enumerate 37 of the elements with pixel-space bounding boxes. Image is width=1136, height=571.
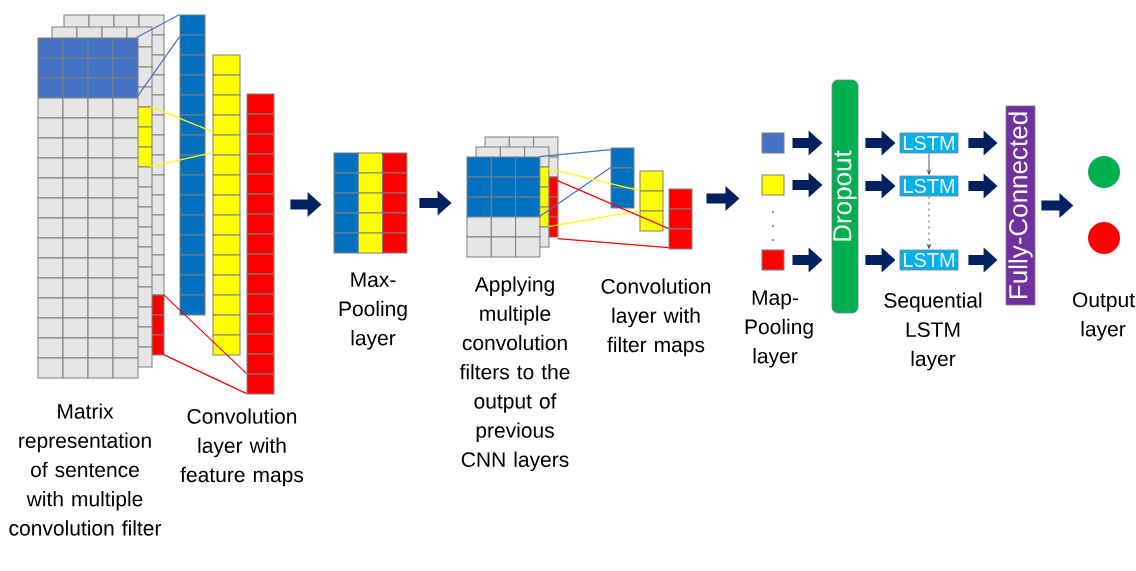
projection-line	[539, 149, 612, 158]
projection-line	[557, 180, 670, 230]
projection-line	[548, 168, 641, 192]
arrow	[927, 195, 931, 249]
arrow	[927, 152, 931, 175]
dropout-bar: Dropout	[831, 79, 859, 314]
projection-line	[150, 106, 214, 133]
projection-line	[557, 238, 670, 249]
caption-text: Matrix representation of sentence with multiple convolution filter	[9, 403, 162, 536]
square	[761, 249, 785, 271]
caption-text: Sequential LSTM layer	[884, 292, 982, 371]
projection-line	[150, 152, 214, 168]
output-circle	[1088, 222, 1120, 254]
output-circle	[1088, 156, 1120, 188]
caption-text: Output layer	[1073, 292, 1135, 341]
caption-text: Convolution layer with feature maps	[180, 408, 304, 487]
caption-text: Applying multiple convolution filters to the output of previous CNN layers	[459, 276, 570, 472]
lstm-box: LSTM	[899, 249, 959, 271]
projection-line	[548, 210, 641, 228]
projection-line	[163, 354, 248, 395]
projection-line	[136, 14, 181, 39]
pooling-grid-drawing	[333, 152, 408, 254]
feature-maps-drawing	[179, 14, 275, 395]
square	[761, 132, 785, 154]
caption-text: Max-Pooling layer	[339, 272, 407, 350]
filter-maps-drawing	[610, 147, 693, 250]
lstm-box: LSTM	[899, 132, 959, 154]
lstm-box: LSTM	[899, 175, 959, 197]
caption-text: Map-Pooling layer	[745, 290, 813, 368]
fully-connected-bar: Fully-Connected	[1005, 105, 1036, 306]
caption-text: Convolution layer with filter maps	[601, 278, 711, 357]
projection-line	[163, 294, 248, 375]
projection-line	[136, 36, 181, 99]
square	[761, 174, 785, 196]
projection-line	[539, 167, 612, 218]
stacked-grid-drawing	[466, 136, 559, 258]
matrix-drawing	[37, 14, 165, 379]
